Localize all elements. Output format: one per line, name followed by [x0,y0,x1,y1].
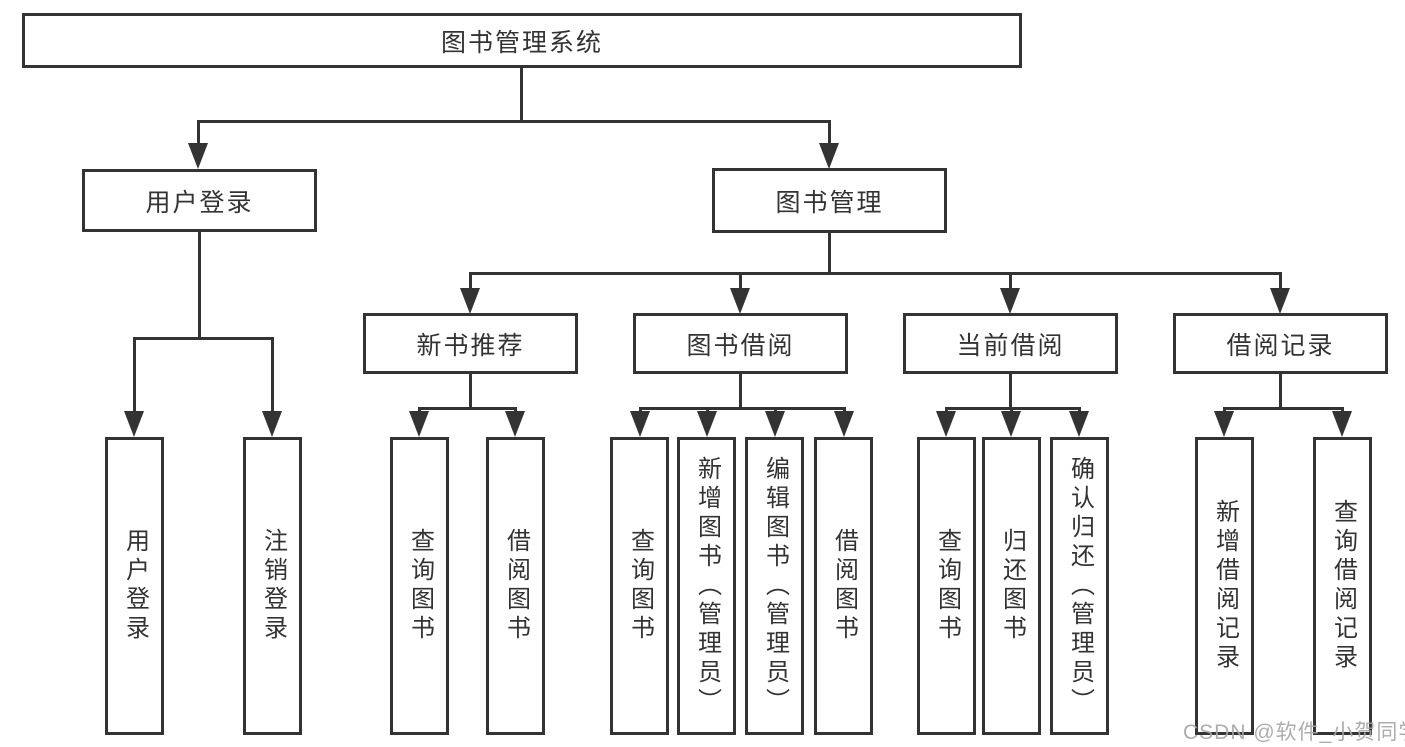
connector-line [1009,272,1012,289]
connector-line [197,120,831,123]
connector-line [739,374,742,407]
arrow-down-icon [1270,288,1290,314]
arrow-down-icon [819,143,839,169]
arrow-down-icon [834,411,854,437]
arrow-down-icon [630,411,650,437]
connector-line [1010,407,1013,413]
leaf-query-books-recommend: 查询图书 [390,437,449,735]
node-label: 新增图书（管理员） [693,455,721,717]
leaf-query-books-borrow: 查询图书 [610,437,669,735]
node-label: 新书推荐 [416,331,525,360]
connector-line [639,407,642,413]
node-label: 图书借阅 [686,331,795,360]
arrow-down-icon [262,411,282,437]
connector-line [1279,272,1282,289]
arrow-down-icon [409,411,429,437]
leaf-borrow-books-recommend: 借阅图书 [486,437,545,735]
connector-line [1223,407,1226,413]
node-label: 查询图书 [406,528,434,644]
arrow-down-icon [697,411,717,437]
connector-line [1223,407,1343,410]
node-label: 用户登录 [145,188,254,217]
node-label: 新增借阅记录 [1211,499,1239,673]
node-label: 图书管理 [775,188,884,217]
connector-line [639,407,845,410]
connector-line [197,120,200,144]
node-label: 用户登录 [121,528,149,644]
arrow-down-icon [765,411,785,437]
connector-line [198,232,201,337]
node-new-book-recommend: 新书推荐 [363,313,578,374]
connector-line [514,407,517,413]
arrow-down-icon [1000,288,1020,314]
node-label: 编辑图书（管理员） [761,455,789,717]
node-book-management: 图书管理 [712,168,947,233]
node-label: 查询借阅记录 [1329,499,1357,673]
node-label: 借阅图书 [830,528,858,644]
connector-line [133,337,274,340]
arrow-down-icon [1001,411,1021,437]
connector-line [706,407,709,413]
connector-line [843,407,846,413]
node-label: 查询图书 [626,528,654,644]
node-library-system: 图书管理系统 [22,13,1022,68]
connector-line [828,233,831,272]
node-label: 图书管理系统 [440,28,603,57]
connector-line [469,272,472,289]
leaf-borrow-books: 借阅图书 [814,437,873,735]
connector-line [774,407,777,413]
connector-line [520,68,523,120]
connector-line [739,272,742,289]
connector-line [271,337,274,412]
connector-line [469,374,472,407]
connector-line [1078,407,1081,413]
node-label: 注销登录 [259,528,287,644]
connector-line [469,272,1281,275]
node-borrow-records: 借阅记录 [1173,313,1388,374]
leaf-query-books-current: 查询图书 [917,437,976,735]
connector-line [418,407,421,413]
connector-line [828,120,831,144]
arrow-down-icon [460,288,480,314]
arrow-down-icon [124,411,144,437]
leaf-query-borrow-record: 查询借阅记录 [1313,437,1372,735]
leaf-add-books-admin: 新增图书（管理员） [677,437,736,735]
leaf-return-books: 归还图书 [982,437,1041,735]
connector-line [1341,407,1344,413]
node-current-borrow: 当前借阅 [903,313,1118,374]
leaf-add-borrow-record: 新增借阅记录 [1195,437,1254,735]
connector-line [1279,374,1282,407]
connector-line [945,407,948,413]
leaf-confirm-return-admin: 确认归还（管理员） [1050,437,1109,735]
connector-line [1009,374,1012,407]
csdn-watermark: CSDN @软件_小贺同学 [1183,721,1405,744]
arrow-down-icon [1214,411,1234,437]
leaf-edit-books-admin: 编辑图书（管理员） [745,437,804,735]
node-label: 确认归还（管理员） [1066,455,1094,717]
connector-line [418,407,516,410]
arrow-down-icon [188,143,208,169]
connector-line [133,337,136,412]
leaf-user-login: 用户登录 [105,437,164,735]
node-user-login: 用户登录 [82,169,317,232]
node-label: 借阅记录 [1226,331,1335,360]
node-label: 归还图书 [998,528,1026,644]
arrow-down-icon [1332,411,1352,437]
arrow-down-icon [505,411,525,437]
node-label: 查询图书 [933,528,961,644]
node-label: 当前借阅 [956,331,1065,360]
node-book-borrow: 图书借阅 [633,313,848,374]
arrow-down-icon [1069,411,1089,437]
leaf-logout: 注销登录 [243,437,302,735]
arrow-down-icon [936,411,956,437]
arrow-down-icon [730,288,750,314]
node-label: 借阅图书 [502,528,530,644]
